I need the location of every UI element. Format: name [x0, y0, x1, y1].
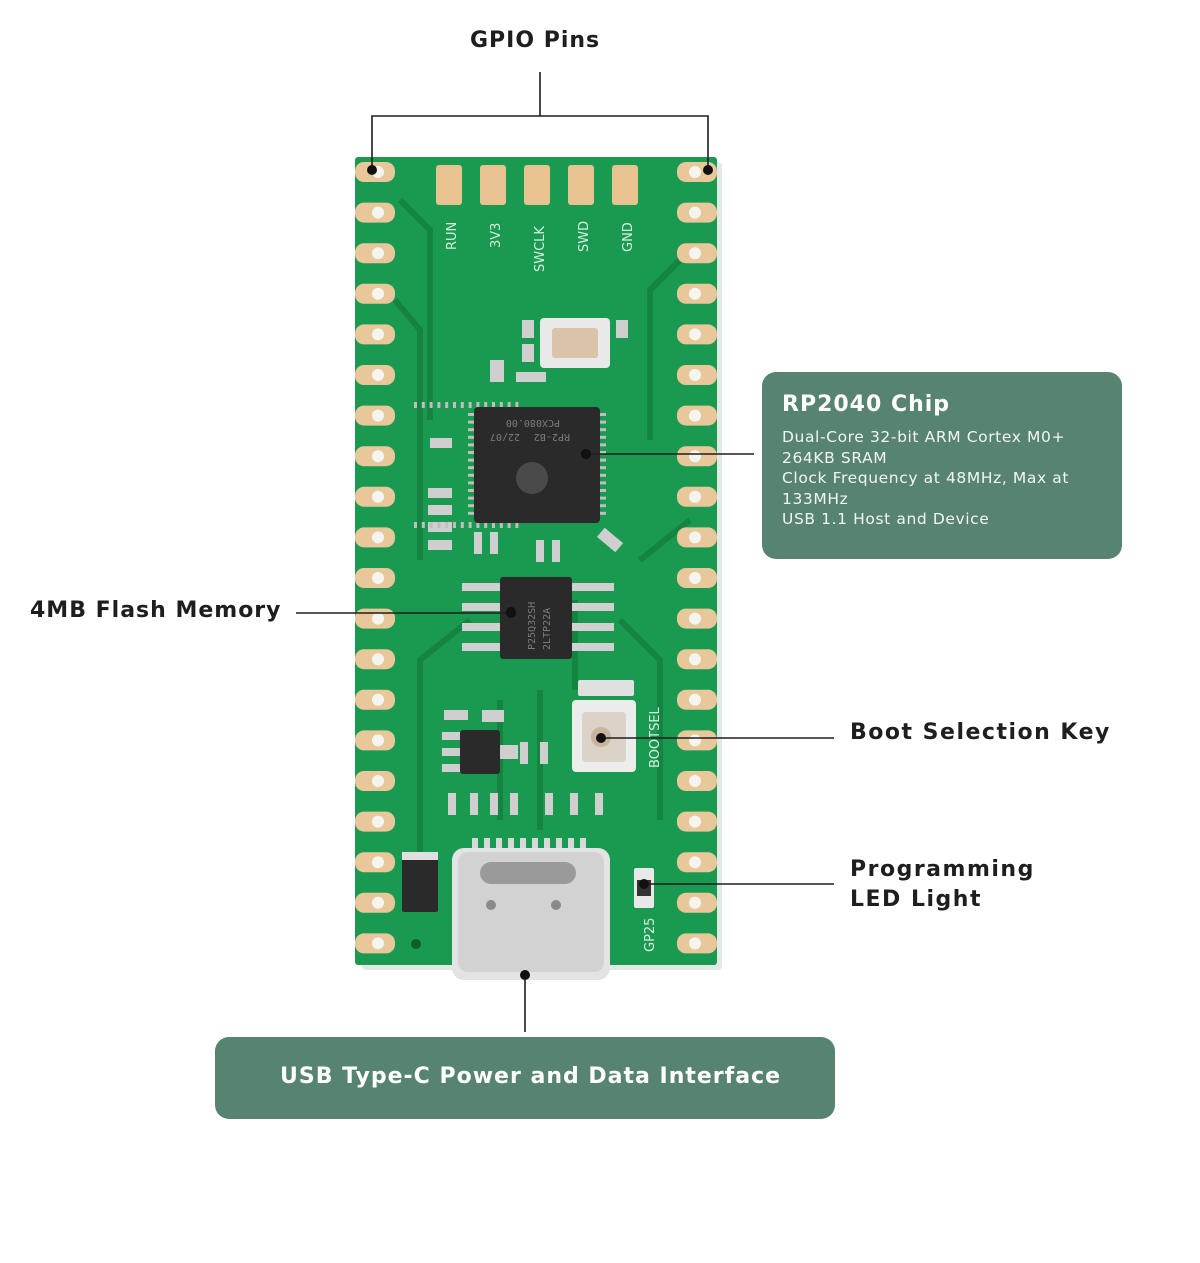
- gpio-pad: [355, 933, 395, 954]
- gpio-pad: [355, 852, 395, 873]
- crystal-oscillator: [522, 318, 628, 368]
- rp2040-spec-line: USB 1.1 Host and Device: [782, 510, 990, 528]
- gpio-pad: [677, 608, 717, 629]
- gpio-pad: [677, 811, 717, 832]
- rp2040-title: RP2040 Chip: [782, 392, 951, 417]
- gpio-pad: [677, 649, 717, 670]
- rp2040-info-box: RP2040 Chip Dual-Core 32-bit ARM Cortex …: [762, 372, 1122, 559]
- gpio-pad: [355, 283, 395, 304]
- rp2040-spec-line: Clock Frequency at 48MHz, Max at: [782, 469, 1070, 487]
- label-run: RUN: [445, 222, 460, 250]
- gpio-pad: [355, 608, 395, 629]
- gpio-pad: [677, 892, 717, 913]
- bootsel-button: [572, 680, 636, 772]
- programming-led-label: Programming LED Light: [850, 855, 1035, 915]
- debug-pads: [436, 165, 638, 205]
- rp2040-marking-3: PCX080.00: [506, 417, 560, 428]
- gpio-pad: [677, 324, 717, 345]
- gpio-pad: [677, 283, 717, 304]
- gpio-pad: [355, 405, 395, 426]
- voltage-regulator: [442, 730, 518, 774]
- label-gnd: GND: [621, 222, 636, 252]
- gpio-pad: [355, 527, 395, 548]
- usb-c-connector: [452, 838, 610, 980]
- rp2040-spec-line: Dual-Core 32-bit ARM Cortex M0+: [782, 428, 1066, 446]
- right-gpio-pads: [677, 162, 717, 954]
- gpio-pad: [355, 689, 395, 710]
- gpio-pad: [677, 771, 717, 791]
- gpio-pad: [355, 324, 395, 345]
- gpio-pad: [677, 486, 717, 507]
- programming-led-label-line1: Programming: [850, 857, 1035, 882]
- usb-interface-label: USB Type-C Power and Data Interface: [280, 1064, 782, 1089]
- gpio-pad: [355, 486, 395, 507]
- rp2040-marking-1: RP2-B2: [534, 431, 570, 442]
- gpio-pad: [677, 933, 717, 954]
- rp2040-marking-2: 22/07: [490, 431, 520, 442]
- gpio-pad: [677, 730, 717, 751]
- rp2040-spec-line: 133MHz: [782, 489, 849, 508]
- gpio-pad: [355, 649, 395, 670]
- gpio-pad: [355, 365, 395, 385]
- gpio-pad: [355, 243, 395, 264]
- gpio-pad: [355, 892, 395, 913]
- label-3v3: 3V3: [489, 223, 504, 248]
- gpio-pad: [677, 568, 717, 588]
- gpio-pad: [677, 527, 717, 548]
- gpio-pad: [355, 446, 395, 467]
- label-swclk: SWCLK: [533, 226, 548, 272]
- programming-led-label-line2: LED Light: [850, 887, 982, 912]
- gpio-pad: [355, 202, 395, 223]
- rp2040-spec-line: 264KB SRAM: [782, 448, 888, 467]
- gpio-pad: [677, 202, 717, 223]
- gpio-pad: [355, 811, 395, 832]
- flash-memory-label: 4MB Flash Memory: [30, 598, 282, 623]
- gpio-pad: [355, 568, 395, 588]
- gpio-pad: [677, 852, 717, 873]
- gpio-pad: [677, 243, 717, 264]
- gpio-pad: [677, 405, 717, 426]
- gpio-pad: [677, 446, 717, 467]
- gpio-pins-label: GPIO Pins: [470, 28, 601, 53]
- callout-leader-lines: [296, 72, 834, 1032]
- gpio-pad: [677, 365, 717, 385]
- usb-info-box: [215, 1037, 835, 1119]
- diode: [402, 852, 438, 912]
- label-swd: SWD: [577, 221, 592, 252]
- label-gp25: GP25: [643, 918, 658, 952]
- flash-marking-2: 2LTP22A: [542, 608, 553, 650]
- boot-selection-key-label: Boot Selection Key: [850, 720, 1111, 745]
- rp2040-chip: RP2-B2 22/07 PCX080.00: [414, 402, 606, 528]
- gpio-pad: [355, 730, 395, 751]
- flash-marking-1: P25Q32SH: [527, 602, 538, 650]
- gpio-pad: [677, 689, 717, 710]
- gpio-pad: [355, 771, 395, 791]
- flash-chip: P25Q32SH 2LTP22A: [462, 577, 614, 659]
